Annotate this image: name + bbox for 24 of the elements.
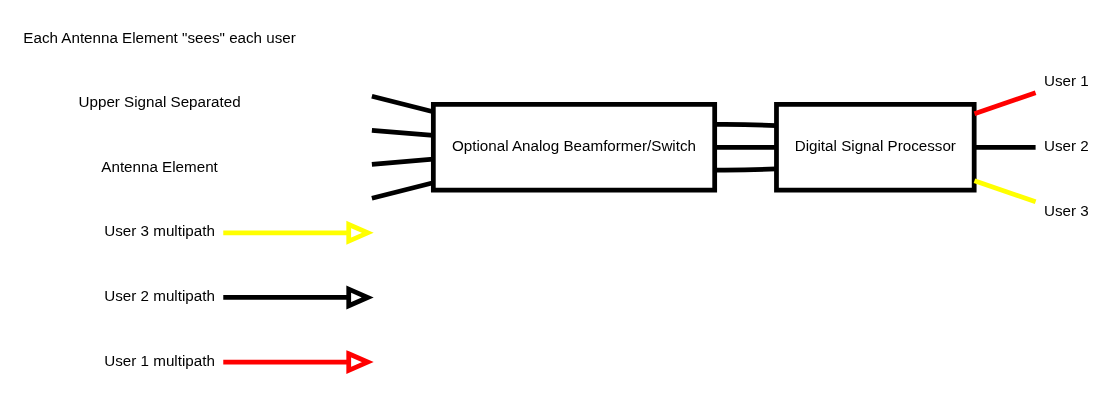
connector	[973, 178, 1037, 204]
label: Antenna Element	[101, 157, 218, 175]
node-text: User 2 multipath	[104, 286, 215, 304]
connector	[974, 144, 1036, 150]
node-box: Digital Signal Processor	[774, 101, 977, 192]
node-text: User 2	[1044, 136, 1089, 154]
arrow	[223, 220, 374, 245]
connector	[715, 165, 777, 172]
node-text: User 3	[1044, 201, 1089, 219]
node-box: Optional Analog Beamformer/Switch	[430, 101, 718, 192]
node-text: User 3 multipath	[104, 221, 215, 239]
node-text: User 1	[1044, 71, 1089, 89]
connector	[715, 121, 777, 128]
arrow	[223, 349, 374, 374]
connector	[371, 179, 434, 201]
connector	[371, 93, 434, 114]
node-text: User 1 multipath	[104, 351, 215, 369]
label: Each Antenna Element "sees" each user	[23, 28, 296, 46]
connector	[371, 127, 434, 138]
label: Upper Signal Separated	[78, 92, 241, 110]
connector	[371, 156, 434, 167]
arrow	[223, 285, 374, 309]
connector	[973, 90, 1037, 116]
connector	[715, 144, 777, 150]
